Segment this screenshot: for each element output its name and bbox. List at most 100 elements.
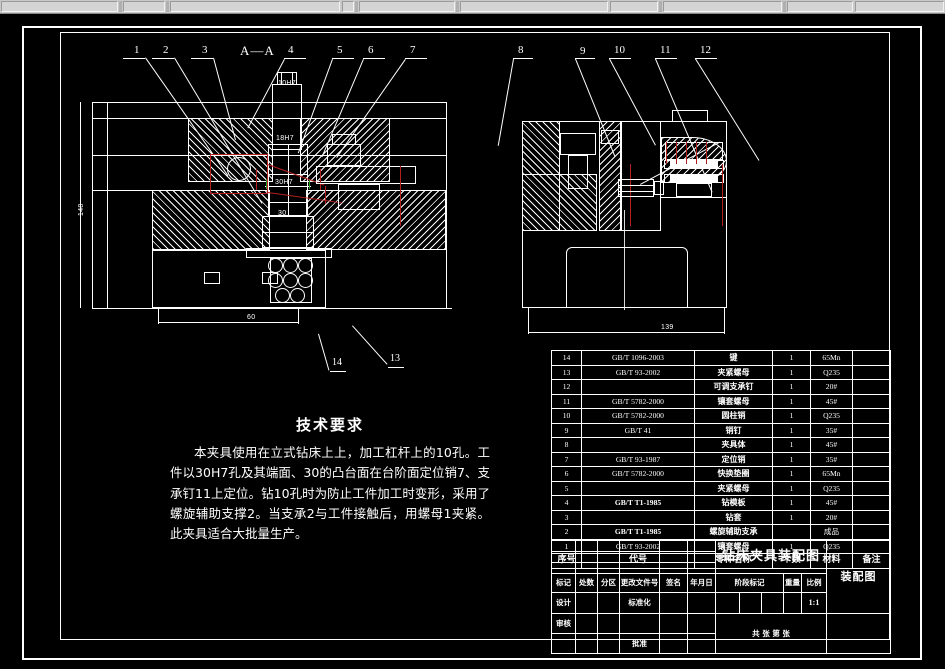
cad-drawing-canvas[interactable]: 1 2 3 A—A 4 5 6 7 10H7 (0, 14, 945, 669)
bom-cell-code: GB/T 1096-2003 (581, 350, 695, 366)
tb-cell[interactable] (687, 613, 716, 635)
tb-cell[interactable] (687, 540, 716, 552)
bom-cell-code (581, 437, 695, 453)
toolbar-group[interactable] (459, 1, 609, 12)
tb-cell[interactable] (551, 550, 576, 563)
bom-cell-qty: 1 (772, 480, 811, 496)
tb-cell[interactable] (597, 561, 620, 574)
tb-cell[interactable] (659, 633, 688, 654)
tb-cell[interactable] (575, 540, 598, 552)
sheet-count: 共 张 第 张 (714, 613, 828, 654)
tb-cell[interactable] (619, 561, 660, 574)
tb-cell[interactable] (575, 633, 598, 654)
tb-cell[interactable] (687, 550, 716, 563)
tb-cell[interactable] (687, 561, 716, 574)
toolbar-group[interactable] (359, 1, 455, 12)
bom-cell-qty: 1 (772, 364, 811, 380)
tb-cell[interactable] (575, 550, 598, 563)
bom-cell-mat: 45# (810, 393, 853, 409)
rev-header-count: 处数 (575, 572, 598, 594)
tb-cell[interactable] (575, 613, 598, 635)
bom-cell-qty: 1 (772, 509, 811, 525)
drawing-name: 钻床夹具装配图 (714, 540, 828, 574)
stage-mark-label: 阶段标记 (715, 572, 784, 594)
tb-cell[interactable] (659, 550, 688, 563)
tb-cell[interactable] (619, 540, 660, 552)
toolbar-separator (783, 1, 787, 12)
bom-cell-name: 可调支承钉 (694, 379, 773, 395)
tb-cell[interactable] (551, 540, 576, 552)
tb-cell[interactable] (739, 592, 762, 615)
toolbar-group[interactable] (610, 1, 659, 12)
toolbar-group[interactable] (663, 1, 783, 12)
tb-cell[interactable] (761, 592, 784, 615)
title-block[interactable]: 钻床夹具装配图 装配图 标 (551, 539, 892, 654)
sheet-outer-border (22, 26, 922, 660)
bom-cell-rem (852, 422, 891, 438)
tb-cell[interactable] (659, 592, 688, 615)
role-standardize: 标准化 (619, 592, 660, 615)
tb-cell[interactable] (687, 633, 716, 654)
toolbar-group[interactable] (1, 1, 119, 12)
bom-cell-name: 键 (694, 350, 773, 366)
callout-7: 7 (410, 44, 416, 56)
callout-11: 11 (660, 44, 671, 56)
tb-cell[interactable] (715, 592, 740, 615)
bom-cell-mat: 45# (810, 495, 853, 511)
toolbar-group[interactable] (787, 1, 853, 12)
toolbar-separator (165, 1, 169, 12)
toolbar-group[interactable] (123, 1, 165, 12)
toolbar-group[interactable] (342, 1, 355, 12)
tb-cell[interactable] (575, 561, 598, 574)
tb-cell[interactable] (659, 613, 688, 635)
tb-cell[interactable] (659, 540, 688, 552)
tb-cell[interactable] (826, 613, 892, 654)
bom-cell-mat: 65Mn (810, 350, 853, 366)
tb-cell[interactable] (783, 592, 802, 615)
tb-cell[interactable] (597, 592, 620, 615)
tb-cell[interactable] (619, 550, 660, 563)
bom-cell-mat: 20# (810, 509, 853, 525)
toolbar-group[interactable] (854, 1, 945, 12)
callout-14: 14 (332, 357, 342, 368)
tb-cell[interactable] (551, 561, 576, 574)
tb-cell[interactable] (551, 633, 576, 654)
bom-cell-no: 2 (551, 524, 582, 540)
tb-cell[interactable] (597, 613, 620, 635)
bom-cell-mat: Q235 (810, 408, 853, 424)
rev-header-sign: 签名 (659, 572, 688, 594)
tb-cell[interactable] (687, 592, 716, 615)
tb-cell[interactable] (619, 613, 660, 635)
bom-cell-name: 镶套螺母 (694, 393, 773, 409)
callout-2: 2 (163, 44, 169, 56)
tb-cell[interactable] (575, 592, 598, 615)
workpiece-outline (210, 154, 268, 194)
bom-cell-name: 螺旋辅助支承 (694, 524, 773, 540)
toolbar-group[interactable] (169, 1, 341, 12)
bom-cell-name: 钻套 (694, 509, 773, 525)
dim-30h7: 30H7 (275, 179, 293, 186)
bom-cell-qty: 1 (772, 350, 811, 366)
bom-cell-name: 快换垫圈 (694, 466, 773, 482)
bom-cell-name: 夹紧螺母 (694, 480, 773, 496)
bom-cell-code: GB/T T1-1985 (581, 495, 695, 511)
tb-cell[interactable] (597, 540, 620, 552)
tb-cell[interactable] (597, 550, 620, 563)
tb-cell[interactable] (597, 633, 620, 654)
tb-cell[interactable] (659, 561, 688, 574)
bom-cell-no: 4 (551, 495, 582, 511)
